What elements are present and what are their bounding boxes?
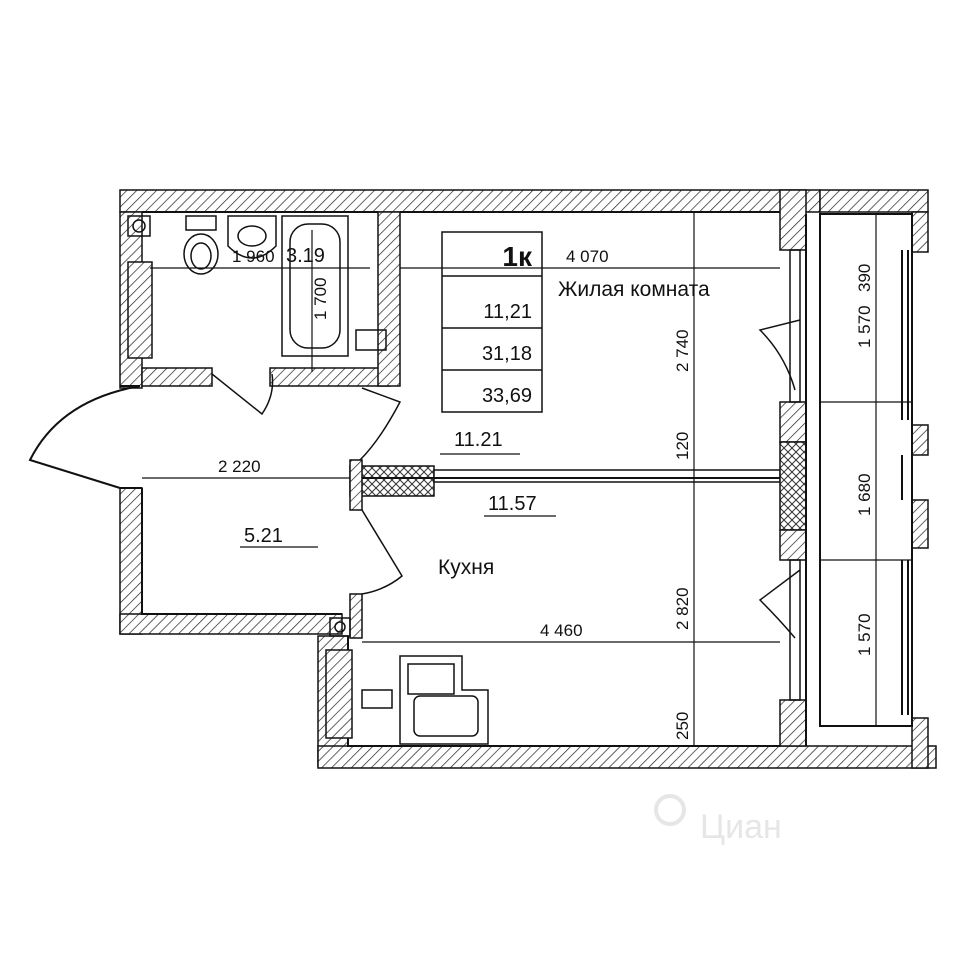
dim-balcony-mid: 1 680 bbox=[855, 473, 874, 516]
dim-living-depth: 2 740 bbox=[673, 329, 692, 372]
balcony bbox=[805, 213, 913, 746]
watermark-text: Циан bbox=[700, 808, 782, 846]
bathtub-icon bbox=[281, 215, 349, 357]
dim-hall-width: 2 220 bbox=[218, 457, 261, 476]
toilet-icon bbox=[183, 215, 219, 275]
wall-bath-bottom-right bbox=[269, 367, 391, 387]
walls bbox=[119, 189, 937, 769]
bath-door bbox=[211, 373, 274, 416]
kitchen-sink-icon bbox=[399, 655, 489, 745]
dim-bath-width: 1 960 bbox=[232, 247, 275, 266]
room-outlines bbox=[141, 211, 780, 747]
wall-right-2 bbox=[779, 401, 807, 443]
dim-balcony-gap: 390 bbox=[855, 264, 874, 292]
dimension-lines bbox=[142, 212, 912, 746]
dim-balcony-top: 1 570 bbox=[855, 305, 874, 348]
badge-living-area: 11,21 bbox=[483, 301, 532, 323]
wall-bath-right bbox=[377, 211, 401, 387]
wall-balcony-outer-3 bbox=[911, 499, 929, 549]
wall-right-5 bbox=[779, 699, 807, 747]
kitchen-area: 11.57 bbox=[488, 493, 537, 515]
kitchen-door bbox=[361, 509, 403, 595]
kitchen-name: Кухня bbox=[438, 556, 494, 579]
wall-bath-bottom bbox=[141, 367, 213, 387]
sink-icon bbox=[227, 215, 277, 259]
shelf-icon bbox=[127, 261, 387, 359]
watermark: Циан bbox=[654, 794, 782, 846]
living-door bbox=[359, 387, 402, 461]
windows bbox=[789, 249, 801, 701]
wall-hall-bottom bbox=[119, 613, 343, 635]
wall-top-right bbox=[819, 189, 929, 213]
wall-balcony-outer-4 bbox=[911, 717, 929, 769]
wall-bottom bbox=[317, 745, 937, 769]
wall-post-2 bbox=[349, 593, 363, 639]
dim-bath-depth: 1 700 bbox=[311, 277, 330, 320]
entrance-door bbox=[28, 385, 142, 489]
wall-hall-left bbox=[119, 487, 143, 635]
stove-icon bbox=[325, 617, 393, 739]
living-room-name: Жилая комната bbox=[558, 278, 710, 301]
wall-right-1 bbox=[779, 189, 807, 251]
dim-bottom-wall: 250 bbox=[673, 712, 692, 740]
washer-icon bbox=[127, 215, 151, 237]
dim-kitchen-depth: 2 820 bbox=[673, 587, 692, 630]
badge-area-no-balcony: 31,18 bbox=[482, 343, 532, 365]
area-badge bbox=[441, 231, 543, 413]
dim-balcony-bottom: 1 570 bbox=[855, 613, 874, 656]
hall-area: 5.21 bbox=[244, 525, 283, 547]
badge-type: 1к bbox=[502, 241, 533, 272]
wall-right-3 bbox=[779, 441, 807, 531]
wall-balcony-outer bbox=[911, 211, 929, 253]
wall-top bbox=[119, 189, 821, 213]
wall-balcony-outer-2 bbox=[911, 424, 929, 456]
dim-living-width: 4 070 bbox=[566, 247, 609, 266]
living-room-area: 11.21 bbox=[454, 429, 503, 451]
balcony-doors bbox=[758, 319, 801, 639]
dim-kitchen-width: 4 460 bbox=[540, 621, 583, 640]
wall-post bbox=[349, 459, 363, 511]
dim-partition: 120 bbox=[673, 432, 692, 460]
badge-total-area: 33,69 bbox=[482, 385, 532, 407]
wall-right-4 bbox=[779, 529, 807, 561]
bath-area: 3.19 bbox=[286, 245, 325, 267]
wall-partition-kitchen bbox=[433, 469, 781, 483]
